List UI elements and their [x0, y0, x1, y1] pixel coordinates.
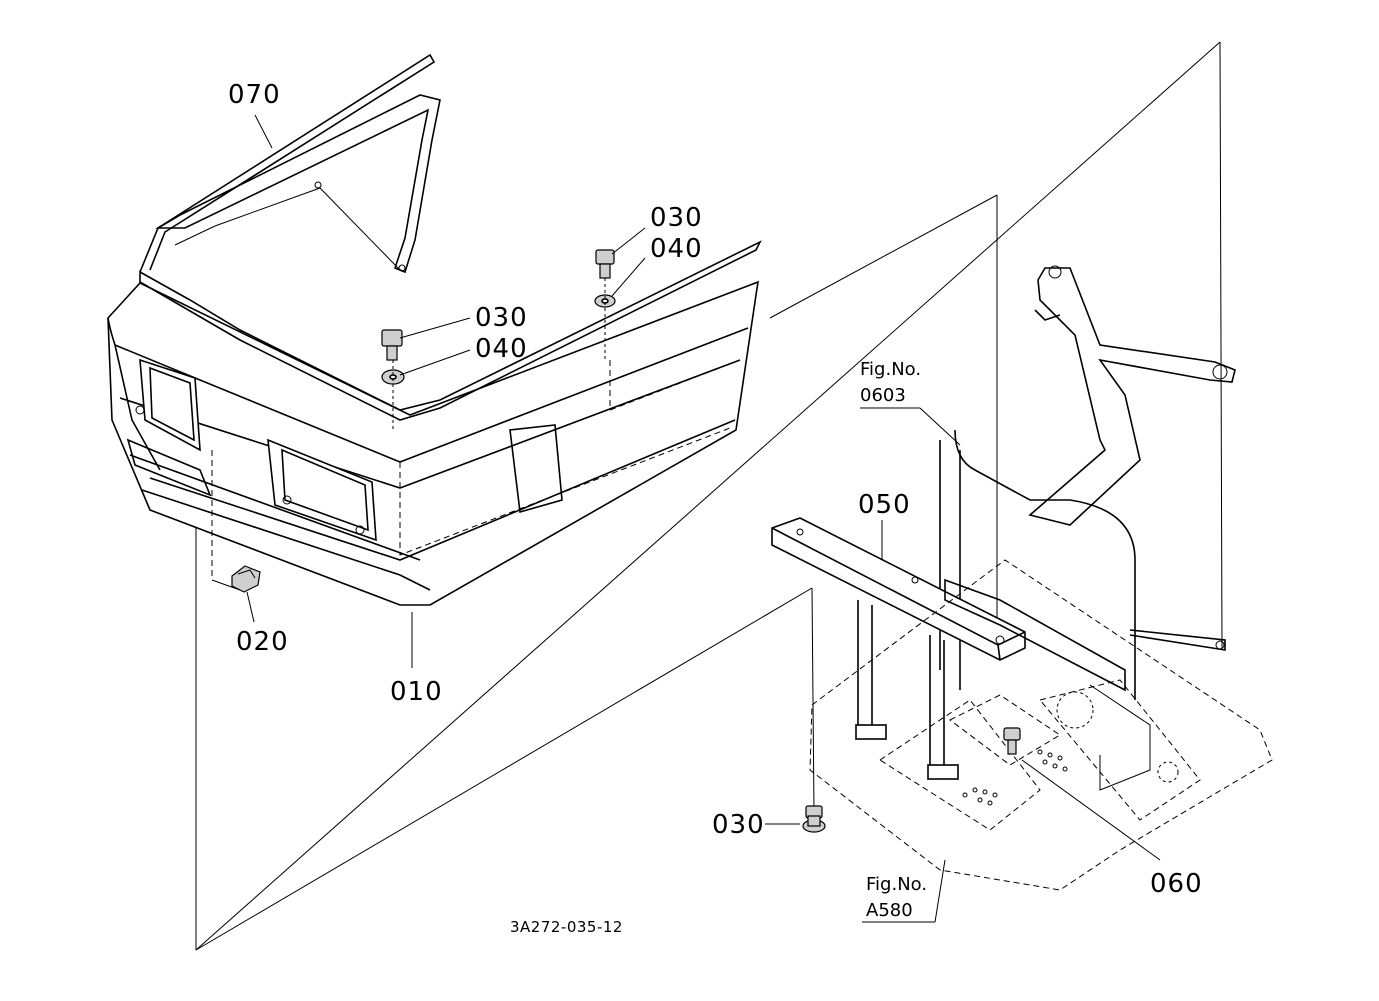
bracket-fig-0603	[939, 265, 1236, 700]
label-040-mid: 040	[475, 334, 528, 364]
support-bar-050	[771, 517, 1126, 780]
ref-a580-line1: Fig.No.	[866, 874, 927, 895]
label-020: 020	[236, 627, 289, 657]
label-030-mid: 030	[475, 303, 528, 333]
leader-lines	[246, 114, 1161, 923]
ref-0603-line2: 0603	[860, 385, 906, 406]
bolt-030-bottom	[802, 805, 826, 833]
label-030-top: 030	[650, 203, 703, 233]
drawing-id: 3A272-035-12	[510, 918, 623, 936]
label-070: 070	[228, 80, 281, 110]
label-030-bottom: 030	[712, 810, 765, 840]
label-060: 060	[1150, 869, 1203, 899]
perforated-area	[962, 749, 1068, 806]
label-040-top: 040	[650, 234, 703, 264]
label-050: 050	[858, 490, 911, 520]
label-010: 010	[390, 677, 443, 707]
bolt-030-mid	[381, 329, 405, 430]
ref-a580-line2: A580	[866, 900, 913, 921]
assembly-outline	[195, 41, 1223, 951]
clip-nut-020	[211, 450, 261, 593]
front-grille-010	[107, 280, 759, 606]
floor-plate-fig-a580	[809, 559, 1273, 891]
bolt-030-top	[594, 249, 616, 360]
top-seal-070	[139, 53, 762, 421]
ref-0603-line1: Fig.No.	[860, 359, 921, 380]
